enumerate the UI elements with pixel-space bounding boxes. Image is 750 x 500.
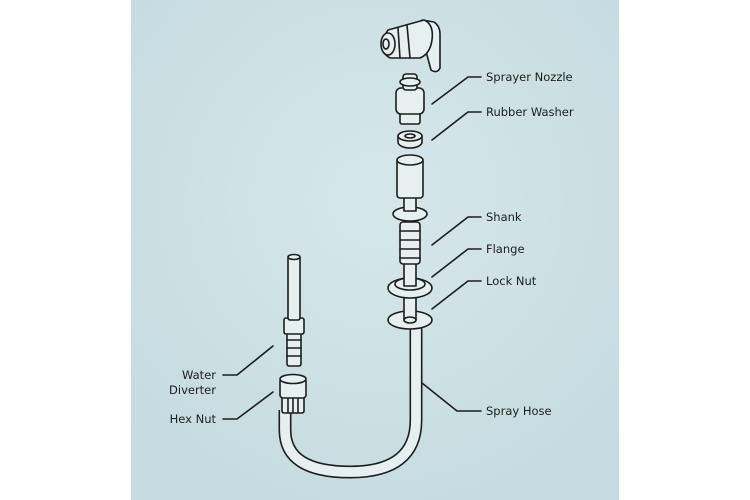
label-water-diverter-line2: Diverter [169, 383, 216, 397]
label-rubber-washer: Rubber Washer [486, 105, 574, 119]
water-diverter-part [283, 253, 305, 367]
background-panel [131, 0, 619, 500]
label-water-diverter-line1: Water [182, 368, 216, 382]
label-lock-nut: Lock Nut [486, 274, 537, 288]
rubber-washer-part [397, 130, 423, 149]
sprayer-nozzle-part [380, 19, 441, 125]
leader-lines [222, 76, 482, 420]
flange-part [387, 261, 433, 299]
label-sprayer-nozzle: Sprayer Nozzle [486, 70, 573, 84]
label-shank: Shank [486, 210, 522, 224]
lock-nut-part [387, 294, 433, 330]
spray-hose [278, 325, 423, 479]
hex-nut-part [279, 373, 307, 414]
label-flange: Flange [486, 242, 525, 256]
label-spray-hose: Spray Hose [486, 404, 552, 418]
label-hex-nut: Hex Nut [170, 412, 217, 426]
shank-part [392, 154, 428, 265]
